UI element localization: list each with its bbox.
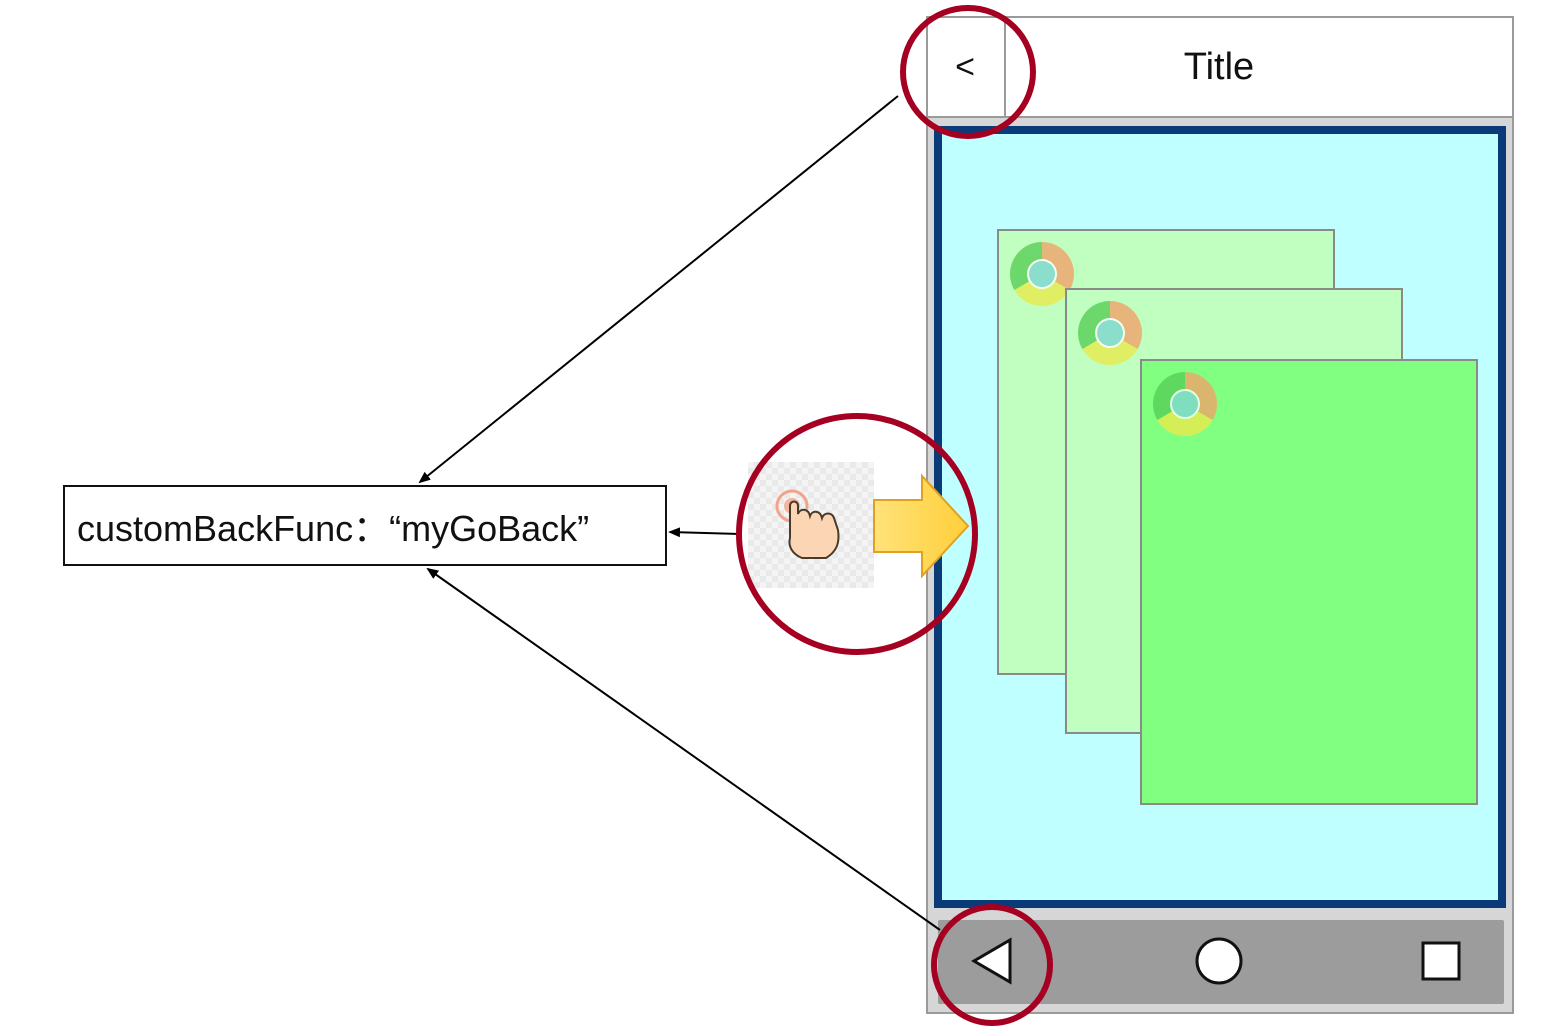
back-triangle-icon[interactable] [971,937,1012,985]
history-page-3 [1140,359,1478,805]
back-button-label: < [955,47,975,86]
custom-back-func-box: customBackFunc：“myGoBack” [63,485,667,566]
connector-from-title-back [418,95,899,484]
connector-from-nav-back [426,567,941,931]
browser-icon [1078,301,1142,365]
tap-hand-icon [775,489,840,559]
page-title: Title [1183,45,1255,88]
custom-back-func-label: customBackFunc：“myGoBack” [77,507,590,549]
back-button[interactable]: < [926,16,1006,118]
home-circle-icon[interactable] [1195,937,1243,985]
highlight-circle-gesture [736,413,978,655]
browser-icon [1010,242,1074,306]
highlight-circle-nav-back [931,904,1053,1026]
swipe-right-arrow-icon [873,473,970,579]
browser-icon [1153,372,1217,436]
highlight-circle-title-back [900,5,1036,139]
recents-square-icon[interactable] [1421,941,1461,981]
connector-from-gesture [668,527,741,538]
